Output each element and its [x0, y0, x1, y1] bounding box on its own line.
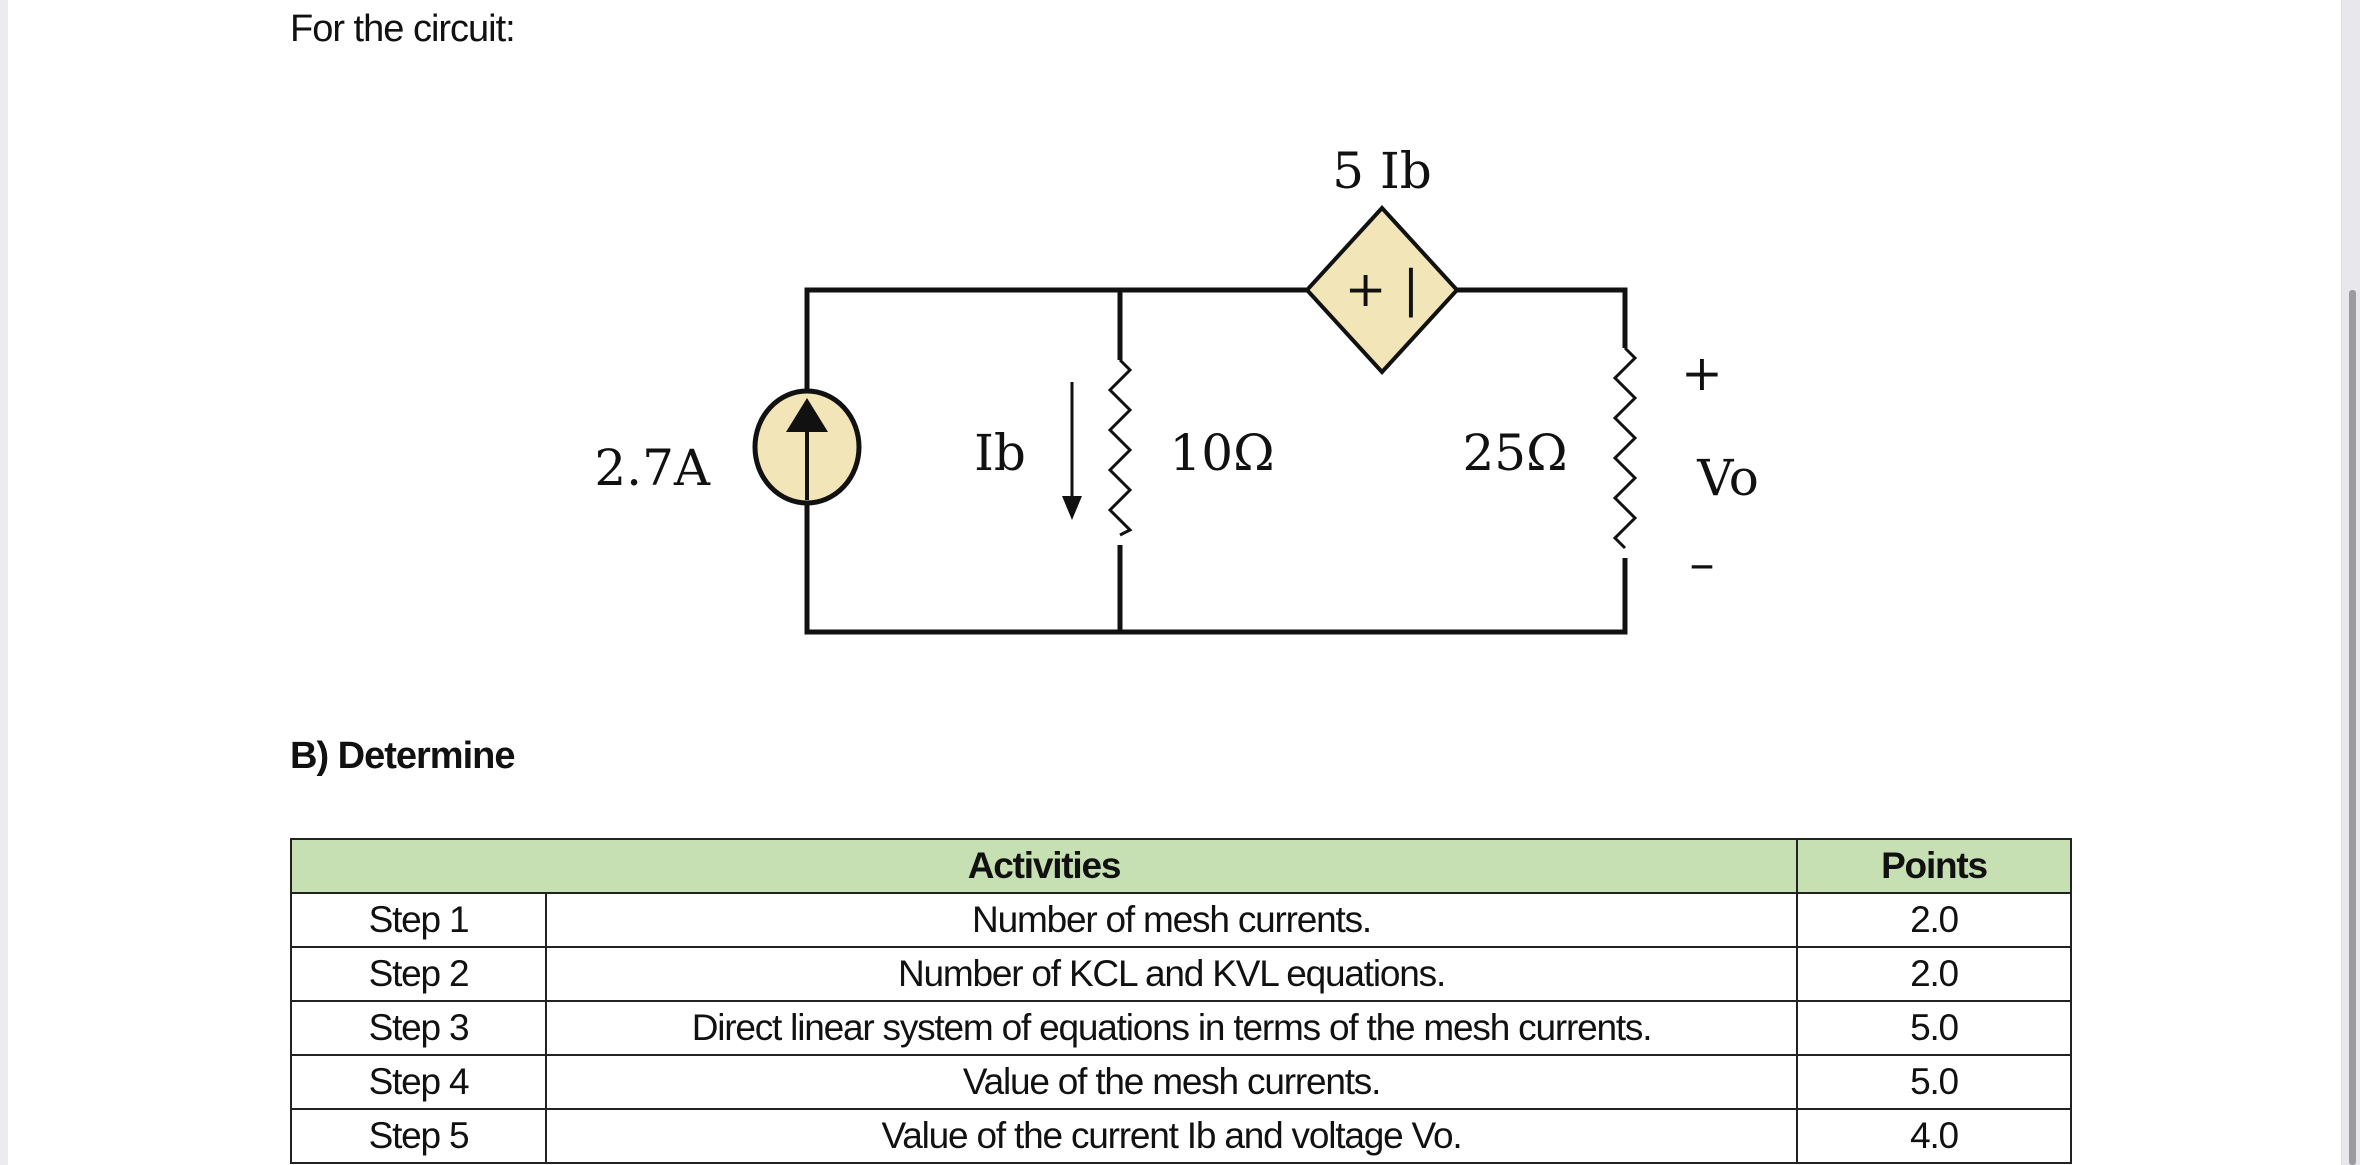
header-points: Points — [1796, 838, 2072, 894]
dependent-voltage-source — [1304, 205, 1460, 375]
step-cell: Step 4 — [290, 1054, 547, 1110]
table-row: Step 1 Number of mesh currents. 2.0 — [290, 892, 2072, 948]
activity-cell: Number of KCL and KVL equations. — [545, 946, 1798, 1002]
vo-minus-sign: – — [1690, 534, 1715, 592]
scrollbar-thumb[interactable] — [2349, 290, 2356, 1165]
activity-cell: Value of the mesh currents. — [545, 1054, 1798, 1110]
dependent-source-polarity: + | — [1345, 260, 1420, 318]
activity-cell: Number of mesh currents. — [545, 892, 1798, 948]
vo-label: Vo — [1696, 449, 1759, 507]
wire-top-right — [1457, 287, 1628, 348]
table-header-row: Activities Points — [290, 838, 2072, 894]
resistor-25-ohm — [1612, 346, 1638, 550]
activity-cell: Direct linear system of equations in ter… — [545, 1000, 1798, 1056]
step-cell: Step 2 — [290, 946, 547, 1002]
wire-left-bottom — [804, 503, 1628, 635]
current-source-label: 2.7A — [594, 439, 711, 497]
vertical-scrollbar[interactable] — [2341, 0, 2360, 1165]
activities-table: Activities Points Step 1 Number of mesh … — [290, 838, 2072, 1164]
table-row: Step 5 Value of the current Ib and volta… — [290, 1108, 2072, 1164]
intro-text: For the circuit: — [290, 8, 516, 50]
current-source-arrowhead-icon — [786, 398, 828, 432]
header-activities: Activities — [290, 838, 1798, 894]
ib-arrowhead-icon — [1062, 496, 1082, 520]
table-row: Step 4 Value of the mesh currents. 5.0 — [290, 1054, 2072, 1110]
dependent-source-label: 5 Ib — [1332, 142, 1431, 200]
activity-cell: Value of the current Ib and voltage Vo. — [545, 1108, 1798, 1164]
points-cell: 5.0 — [1796, 1054, 2072, 1110]
table-row: Step 3 Direct linear system of equations… — [290, 1000, 2072, 1056]
section-heading: B) Determine — [290, 735, 515, 777]
vo-plus-sign: + — [1681, 344, 1723, 402]
resistor-10-label: 10Ω — [1169, 424, 1274, 482]
points-cell: 5.0 — [1796, 1000, 2072, 1056]
resistor-25-label: 25Ω — [1462, 424, 1567, 482]
step-cell: Step 3 — [290, 1000, 547, 1056]
table-row: Step 2 Number of KCL and KVL equations. … — [290, 946, 2072, 1002]
resistor-10-ohm — [1107, 358, 1133, 537]
step-cell: Step 1 — [290, 892, 547, 948]
page-left-edge — [0, 0, 8, 1165]
points-cell: 4.0 — [1796, 1108, 2072, 1164]
step-cell: Step 5 — [290, 1108, 547, 1164]
current-ib-label: Ib — [974, 424, 1026, 482]
wire-top-left — [804, 287, 1307, 402]
points-cell: 2.0 — [1796, 946, 2072, 1002]
points-cell: 2.0 — [1796, 892, 2072, 948]
